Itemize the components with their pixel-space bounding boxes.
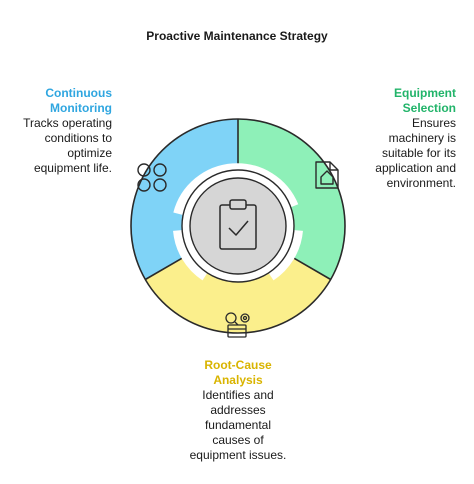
- search-gear-icon: [225, 312, 250, 338]
- continuous-monitoring-desc-line2: conditions to: [44, 131, 112, 145]
- four-circles-icon: [137, 163, 167, 192]
- equipment-selection-heading-line1: Equipment: [394, 86, 456, 100]
- equipment-selection-desc-line3: suitable for its: [381, 146, 456, 160]
- root-cause-analysis-desc-line1: Identifies and: [202, 388, 274, 402]
- equipment-selection-desc-line1: Ensures: [411, 116, 456, 130]
- root-cause-analysis-heading-line1: Root-Cause: [204, 358, 272, 372]
- clipboard-check-icon: [219, 199, 257, 250]
- equipment-selection-desc-line5: environment.: [386, 176, 456, 190]
- diagram-title: Proactive Maintenance Strategy: [146, 29, 328, 43]
- root-cause-analysis-label: Root-Cause Analysis Identifies and addre…: [170, 358, 306, 463]
- equipment-selection-label: Equipment Selection Ensures machinery is…: [360, 86, 456, 191]
- equipment-selection-heading-line2: Selection: [402, 101, 456, 115]
- continuous-monitoring-heading-line1: Continuous: [45, 86, 112, 100]
- root-cause-analysis-desc-line5: equipment issues.: [189, 448, 287, 462]
- continuous-monitoring-desc-line1: Tracks operating: [23, 116, 112, 130]
- equipment-selection-desc-line4: application and: [375, 161, 456, 175]
- root-cause-analysis-desc-line2: addresses: [210, 403, 266, 417]
- document-home-icon: [315, 161, 339, 189]
- continuous-monitoring-heading-line2: Monitoring: [50, 101, 112, 115]
- root-cause-analysis-desc-line3: fundamental: [204, 418, 272, 432]
- root-cause-analysis-desc-line4: causes of: [212, 433, 264, 447]
- continuous-monitoring-desc-line3: optimize: [67, 146, 112, 160]
- root-cause-analysis-heading-line2: Analysis: [213, 373, 263, 387]
- continuous-monitoring-label: Continuous Monitoring Tracks operating c…: [8, 86, 112, 176]
- equipment-selection-desc-line2: machinery is: [388, 131, 456, 145]
- continuous-monitoring-desc-line4: equipment life.: [33, 161, 112, 175]
